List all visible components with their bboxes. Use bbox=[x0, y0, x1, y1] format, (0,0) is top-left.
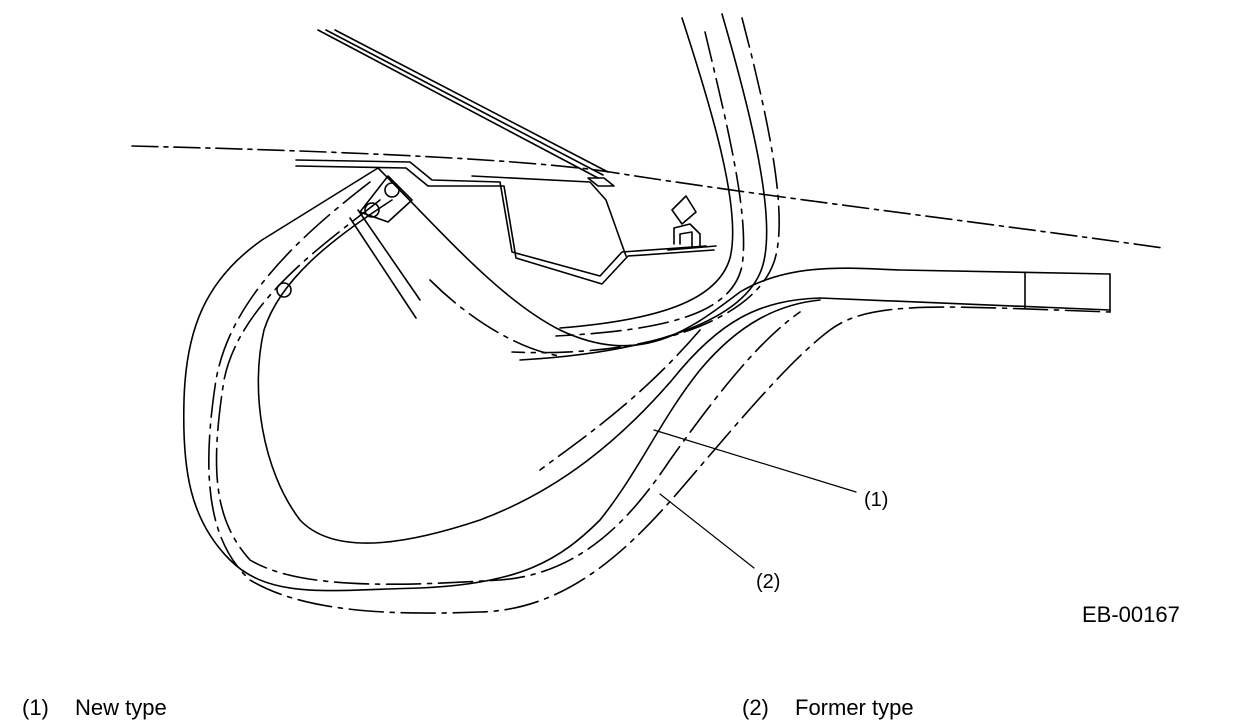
callout-new-type: (1) bbox=[864, 489, 889, 511]
legend-label-new-type: New type bbox=[75, 695, 167, 720]
hose-former-type bbox=[208, 181, 1111, 614]
body-reference-line bbox=[131, 145, 1164, 249]
callout-former-type: (2) bbox=[756, 571, 781, 593]
mounting-bracket bbox=[295, 159, 715, 285]
vertical-panel-curves bbox=[511, 13, 780, 361]
upper-panel-edge bbox=[317, 29, 609, 179]
leader-line-2 bbox=[659, 493, 755, 569]
leader-line-1 bbox=[653, 429, 857, 493]
leader-lines bbox=[653, 429, 857, 569]
legend-number-2: (2) bbox=[742, 695, 769, 720]
hose-new-type bbox=[182, 167, 1111, 592]
figure-code: EB-00167 bbox=[1082, 602, 1180, 627]
legend-label-former-type: Former type bbox=[795, 695, 914, 720]
hose-clip bbox=[667, 195, 717, 251]
legend-number-1: (1) bbox=[22, 695, 49, 720]
